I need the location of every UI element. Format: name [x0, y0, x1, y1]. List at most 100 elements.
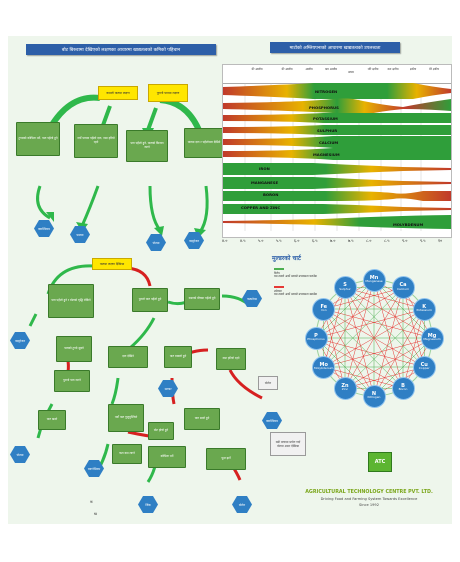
wheel-link — [323, 308, 433, 339]
band-copper-zinc — [223, 204, 451, 214]
flow-box-3: नसाको बीचमा पहेंलो हुने — [184, 288, 220, 310]
band-phosphorus — [223, 98, 451, 116]
flow-small-label-1: क — [90, 500, 93, 504]
wheel-node-symbol: Mg — [427, 332, 437, 339]
wheel-node-name: Magnesium — [423, 337, 441, 341]
wheel-node-symbol: Cu — [420, 361, 428, 368]
flow-box-10: नयाँ पात गुजुमुज्जिने — [108, 404, 144, 432]
left-top-header: बोट बिरुवामा देखिएको लक्षणका आधारमा खाद्… — [26, 44, 216, 55]
col-header-4: कम अम्लीय — [324, 67, 337, 71]
ph-tick-7: ७.० — [330, 238, 336, 243]
flow-hex-2: फस्फोरस — [242, 290, 262, 307]
flow-hex-8: बोरोन — [232, 496, 252, 513]
col-header-8: क्षारिय — [409, 67, 417, 71]
band-potassium — [223, 113, 451, 123]
band-sulphur — [223, 125, 451, 135]
flow-box-1: पात पहेंलो हुने र बोटको वृद्धि रोकिने — [48, 284, 94, 318]
flow-box-15: फल कम लाग्ने — [112, 444, 142, 464]
legend-stimulation-swatch — [274, 286, 284, 288]
band-label-iron: IRON — [259, 166, 270, 171]
flow-box-5: दाग देखिने — [108, 346, 148, 368]
wheel-link — [344, 287, 425, 368]
flow-box-12: बोट होचो हुने — [148, 422, 174, 440]
flow-box-2: पुरानो पात पहेंलो हुने — [132, 288, 168, 312]
ph-tick-10: ८.५ — [384, 238, 390, 243]
band-label-magnesium: MAGNESIUM — [313, 152, 340, 157]
availability-panel: धेरै अम्लीय धेरै अम्लीय अम्लीय कम अम्लीय… — [222, 64, 452, 238]
flow-hex-1: नाइट्रोजन — [10, 332, 30, 349]
wheel-node-name: Potassium — [416, 308, 432, 312]
wheel-link — [344, 308, 425, 389]
lt-box-3: पात पहेंलो हुने, पातको किनारा जल्ने — [126, 130, 168, 162]
ph-tick-2: ४.५ — [240, 238, 246, 243]
poster: बोट बिरुवामा देखिएको लक्षणका आधारमा खाद्… — [8, 36, 452, 524]
lt-hex-2: फलाम — [70, 226, 90, 243]
col-header-7: कम क्षारिय — [387, 67, 399, 71]
band-label-calcium: CALCIUM — [319, 140, 339, 145]
flow-box-6: पात बाक्लो हुने — [164, 346, 192, 368]
wheel-link — [315, 337, 425, 368]
wheel-node-symbol: B — [401, 382, 405, 389]
start-box-old-leaf: पुरानो पातमा लक्षण — [148, 84, 188, 102]
company-logo: ATC — [368, 452, 392, 472]
ph-tick-12: ९.५ — [420, 238, 426, 243]
wheel-header: मुल्डरको चार्ट — [272, 255, 301, 262]
band-label-manganese: MANGANESE — [251, 180, 279, 185]
legend-antagonism-text: यस तत्वले अर्को तत्वको उपलब्धता घटाउँछ — [274, 274, 317, 279]
arrow-a4 — [146, 107, 158, 131]
wheel-link — [323, 337, 433, 368]
legend-stimulation-text: यस तत्वले अर्को तत्वको उपलब्धता बढाउँछ — [274, 292, 317, 297]
col-header-6: थोरै क्षारिय — [367, 67, 379, 71]
company-tagline: Driving Food and Farming System Towards … — [320, 497, 418, 501]
legend-antagonism: विरोध यस तत्वले अर्को तत्वको उपलब्धता घट… — [274, 271, 324, 279]
band-molybdenum — [223, 215, 451, 229]
flow-start-box: पातमा लक्षण देखिन्छ — [92, 258, 132, 270]
wheel-link — [344, 279, 375, 389]
wheel-node-name: Molybdenum — [314, 366, 334, 370]
wheel-node-symbol: Ca — [399, 282, 407, 289]
flow-box-4: पातको टुप्पो सुक्ने — [56, 336, 92, 362]
wheel-link — [344, 287, 425, 310]
wheel-node-symbol: N — [371, 390, 377, 397]
wheel-node-symbol: P — [314, 332, 318, 339]
flow-hex-7: जिंक — [138, 496, 158, 513]
ph-tick-3: ५.० — [258, 238, 264, 243]
ph-tick-6: ६.५ — [312, 238, 318, 243]
band-label-molybdenum: MOLYBDENUM — [393, 222, 424, 227]
wheel-link — [373, 287, 404, 397]
legend-stimulation: उत्तेजना यस तत्वले अर्को तत्वको उपलब्धता… — [274, 289, 324, 297]
wheel-node-symbol: Mn — [369, 274, 379, 281]
wheel-node-symbol: K — [422, 303, 427, 310]
band-calcium — [223, 136, 451, 148]
availability-header: माटोको अम्लियपनाको आधारमा खाद्यतत्वको उप… — [270, 42, 400, 53]
band-manganese — [223, 177, 451, 189]
wheel-link — [323, 287, 346, 368]
wheel-node-name: Iron — [320, 308, 327, 312]
band-label-boron: BORON — [263, 192, 279, 197]
flow-box-13: कोपिला मर्ने — [148, 446, 186, 468]
band-boron — [223, 191, 451, 201]
wheel-node-symbol: S — [343, 282, 347, 289]
flow-box-7: नसा हरियो रहने — [216, 348, 246, 370]
flow-box-14: फूल झर्ने — [206, 448, 246, 470]
col-header-9: धेरै क्षारिय — [429, 67, 439, 71]
wheel-node-symbol: Fe — [320, 303, 328, 310]
wheel-link — [323, 308, 346, 389]
col-header-2: धेरै अम्लीय — [281, 67, 293, 71]
wheel-node-name: Zinc — [341, 387, 349, 392]
wheel-link — [373, 279, 404, 389]
lt-box-1: टुप्पाको कोपिला मर्ने, पात पहेंलो हुने — [16, 122, 60, 156]
wheel-node-symbol: Mo — [319, 361, 328, 368]
ph-tick-1: ४.० — [222, 238, 228, 243]
ph-tick-11: ९.० — [402, 238, 408, 243]
wheel-link — [344, 287, 404, 389]
flow-grey-box-1: बोरोन — [258, 376, 278, 390]
ph-tick-8: ७.५ — [348, 238, 354, 243]
ph-axis: ४.० ४.५ ५.० ५.५ ६.० ६.५ ७.० ७.५ ८.० ८.५ … — [222, 238, 450, 246]
lt-box-2: नयाँ पातमा पहेंलो दाग, नसा हरियो रहने — [74, 124, 118, 158]
